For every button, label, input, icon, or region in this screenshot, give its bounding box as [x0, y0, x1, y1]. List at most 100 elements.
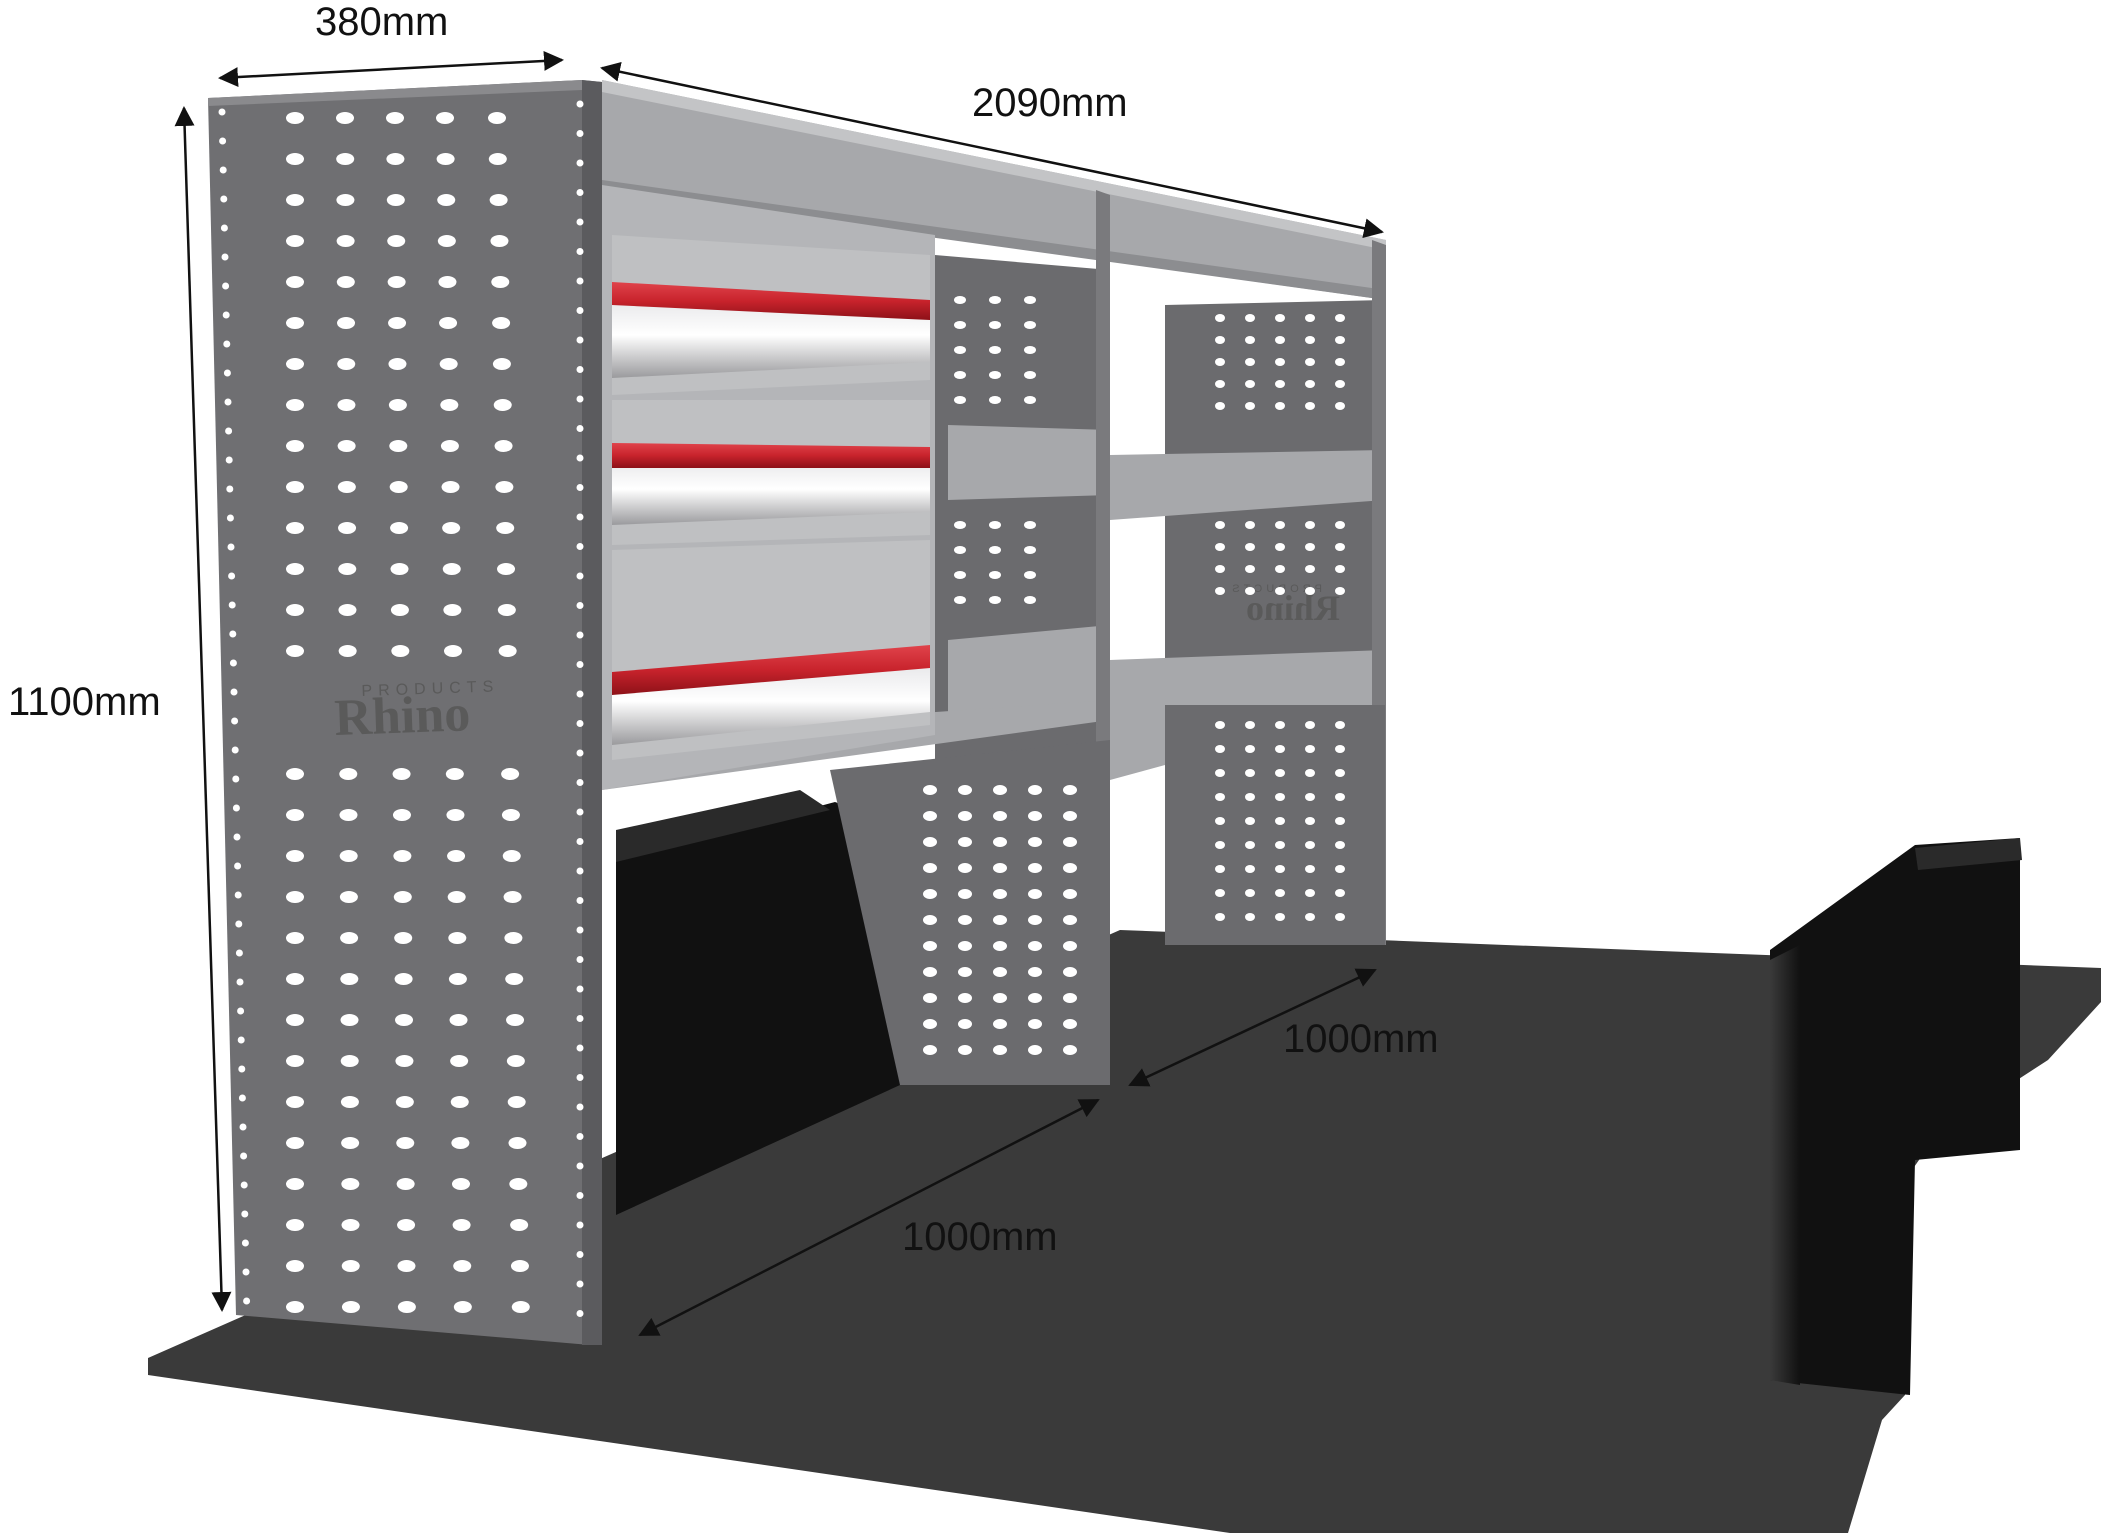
- front-panel-hole: [336, 194, 355, 206]
- van-floor: [148, 930, 2101, 1533]
- front-panel-hole: [397, 1260, 416, 1272]
- front-panel-hole: [490, 235, 509, 247]
- divider-hole: [954, 321, 966, 329]
- divider-hole: [989, 396, 1001, 404]
- front-panel-hole: [388, 358, 407, 370]
- front-panel-edge-dot: [576, 1192, 584, 1199]
- front-panel-edge-dot: [219, 137, 227, 145]
- front-panel-edge-dot: [220, 195, 228, 203]
- rear-panel-hole: [1305, 865, 1315, 873]
- front-panel-edge-dot: [576, 690, 584, 698]
- front-panel-edge-dot: [222, 311, 230, 319]
- front-panel-edge-dot: [228, 572, 236, 580]
- rear-panel-hole: [1305, 314, 1315, 322]
- front-panel-edge-dot: [222, 282, 230, 290]
- front-panel-hole: [510, 1219, 529, 1231]
- rear-panel-hole: [1305, 841, 1315, 849]
- lower-panel-hole: [958, 785, 972, 795]
- front-panel-hole: [395, 1055, 414, 1067]
- lower-panel-hole: [923, 915, 937, 925]
- front-panel-hole: [341, 1219, 360, 1231]
- lower-panel-hole: [923, 785, 937, 795]
- front-panel-hole: [286, 276, 304, 288]
- front-panel-hole: [443, 604, 462, 616]
- front-panel-hole: [389, 440, 408, 452]
- lower-panel-hole: [1028, 993, 1042, 1003]
- front-panel-edge-dot: [219, 166, 227, 174]
- lower-panel-hole: [993, 967, 1007, 977]
- front-panel-hole: [442, 563, 461, 575]
- front-panel-edge-dot: [218, 108, 226, 116]
- front-panel-edge-dot: [237, 1036, 245, 1044]
- lower-panel-hole: [958, 967, 972, 977]
- front-panel-hole: [452, 1219, 471, 1231]
- front-panel-hole: [393, 850, 412, 862]
- rear-panel-hole: [1335, 889, 1345, 897]
- front-panel-edge-dot: [576, 631, 584, 639]
- front-panel-hole: [336, 153, 355, 165]
- rear-panel-hole: [1275, 865, 1285, 873]
- front-panel-hole: [488, 153, 507, 165]
- front-panel-hole: [488, 112, 506, 124]
- front-panel-hole: [450, 1055, 469, 1067]
- front-panel-hole: [506, 1055, 525, 1067]
- rear-panel-hole: [1245, 745, 1255, 753]
- front-panel-hole: [340, 1096, 359, 1108]
- front-panel-hole: [337, 481, 356, 493]
- front-panel-hole: [286, 153, 304, 165]
- rear-panel-hole: [1275, 769, 1285, 777]
- rear-lower-panel: [1165, 705, 1385, 945]
- rear-panel-hole: [1305, 745, 1315, 753]
- rear-panel-hole: [1305, 587, 1315, 595]
- front-panel-hole: [495, 481, 514, 493]
- divider-hole: [954, 596, 966, 604]
- front-panel-edge-dot: [225, 427, 233, 435]
- front-panel-hole: [337, 440, 356, 452]
- rear-panel-hole: [1215, 336, 1225, 344]
- divider-hole: [989, 571, 1001, 579]
- depth-label: 380mm: [315, 0, 448, 44]
- rear-panel-hole: [1215, 721, 1225, 729]
- rear-panel-hole: [1335, 521, 1345, 529]
- divider-hole: [1024, 596, 1036, 604]
- front-panel-hole: [453, 1260, 472, 1272]
- front-panel-hole: [447, 850, 466, 862]
- lower-panel-hole: [1063, 941, 1077, 951]
- front-panel-hole: [286, 317, 304, 329]
- front-panel-hole: [286, 1096, 304, 1108]
- height-label: 1100mm: [8, 680, 161, 724]
- rear-panel-hole: [1305, 336, 1315, 344]
- front-panel-hole: [339, 891, 358, 903]
- perforation-holes: [218, 100, 1345, 1317]
- divider-hole: [1024, 371, 1036, 379]
- front-panel-edge-dot: [576, 1015, 584, 1022]
- bay-rear-arrow: [1128, 968, 1377, 1087]
- front-panel-edge-dot: [231, 717, 239, 725]
- divider-hole: [989, 346, 1001, 354]
- divider-hole: [1024, 396, 1036, 404]
- rear-panel-hole: [1245, 380, 1255, 388]
- rear-panel-hole: [1245, 913, 1255, 921]
- rear-panel-hole: [1305, 521, 1315, 529]
- front-panel-hole: [337, 317, 356, 329]
- rear-panel-hole: [1245, 565, 1255, 573]
- front-panel-edge-dot: [576, 926, 584, 934]
- front-panel-hole: [509, 1178, 528, 1190]
- front-panel-hole: [286, 973, 304, 985]
- front-panel-edge-dot: [576, 248, 584, 255]
- rear-panel-hole: [1275, 521, 1285, 529]
- right-wheel-arch: [1770, 838, 2022, 1395]
- drawer-2: [612, 400, 930, 545]
- rear-panel-hole: [1245, 769, 1255, 777]
- front-panel-hole: [286, 1055, 304, 1067]
- front-panel-hole: [286, 399, 304, 411]
- front-panel-hole: [286, 1260, 304, 1272]
- front-panel-hole: [338, 522, 357, 534]
- front-panel-hole: [442, 522, 461, 534]
- divider-hole: [989, 521, 1001, 529]
- front-panel-hole: [491, 276, 510, 288]
- front-panel-hole: [451, 1178, 470, 1190]
- front-panel-edge-dot: [236, 978, 244, 986]
- lower-panel-hole: [923, 1019, 937, 1029]
- front-panel-hole: [390, 522, 409, 534]
